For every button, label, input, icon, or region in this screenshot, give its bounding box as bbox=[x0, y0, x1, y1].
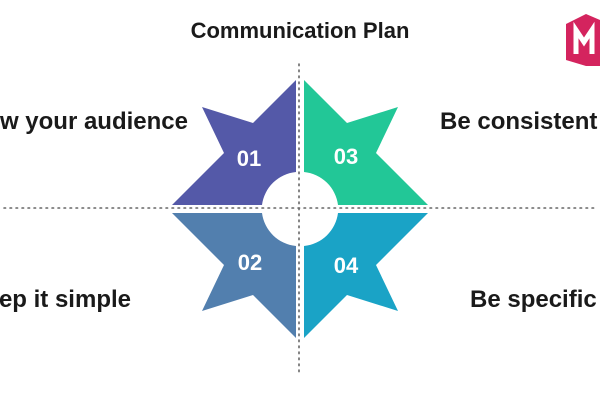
step-number-03: 03 bbox=[334, 144, 358, 169]
diagram-title: Communication Plan bbox=[190, 18, 410, 43]
quadrant-shape-03 bbox=[304, 80, 428, 205]
step-label-03: Be consistent bbox=[440, 108, 598, 135]
step-label-02: eep it simple bbox=[0, 286, 131, 313]
step-number-04: 04 bbox=[334, 253, 359, 278]
step-label-01: ow your audience bbox=[0, 108, 188, 135]
quadrant-shape-01 bbox=[172, 80, 296, 205]
brand-logo-icon bbox=[566, 14, 600, 66]
step-label-04: Be specific bbox=[470, 286, 597, 313]
step-number-02: 02 bbox=[238, 250, 262, 275]
quadrant-shape-04 bbox=[304, 213, 428, 338]
step-number-01: 01 bbox=[237, 146, 261, 171]
quadrant-shape-02 bbox=[172, 213, 296, 338]
